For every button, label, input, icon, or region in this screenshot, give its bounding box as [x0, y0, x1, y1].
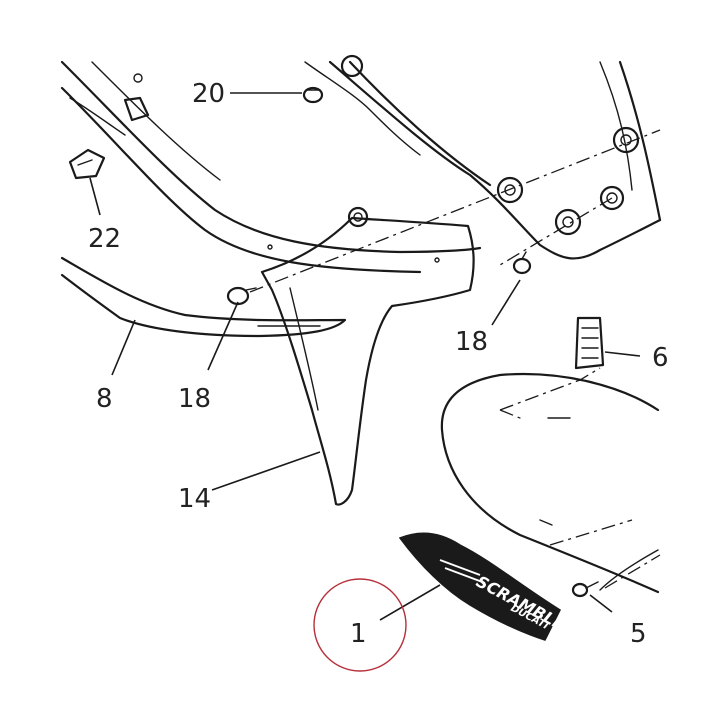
screw-20 [302, 86, 324, 104]
callout-1: 1 [350, 619, 367, 649]
screw-5 [571, 581, 599, 598]
clip-part-22 [68, 148, 106, 180]
highlight-circle [313, 578, 407, 672]
tank-outline [440, 372, 660, 594]
callout-18-left: 18 [178, 384, 211, 414]
side-panel [260, 206, 475, 506]
callout-20: 20 [192, 79, 225, 109]
callout-8: 8 [96, 384, 113, 414]
callout-5: 5 [630, 619, 647, 649]
callout-18-right: 18 [455, 327, 488, 357]
callout-6: 6 [652, 343, 669, 373]
screw-18-right [512, 251, 532, 275]
trim-strip [60, 256, 347, 338]
leader-lines [89, 92, 641, 621]
side-bracket [304, 54, 662, 260]
callout-14: 14 [178, 484, 211, 514]
screw-18-left [226, 286, 257, 306]
connector [123, 73, 150, 122]
callout-22: 22 [88, 224, 121, 254]
assembly-axis-lines [249, 129, 661, 589]
pad-part-6 [574, 316, 605, 370]
upper-frame-rail [60, 60, 482, 274]
callout-labels: 20 22 18 18 8 14 6 1 5 [88, 79, 669, 649]
scrambler-decal: SCRAMBLER DUCATI [398, 532, 579, 641]
